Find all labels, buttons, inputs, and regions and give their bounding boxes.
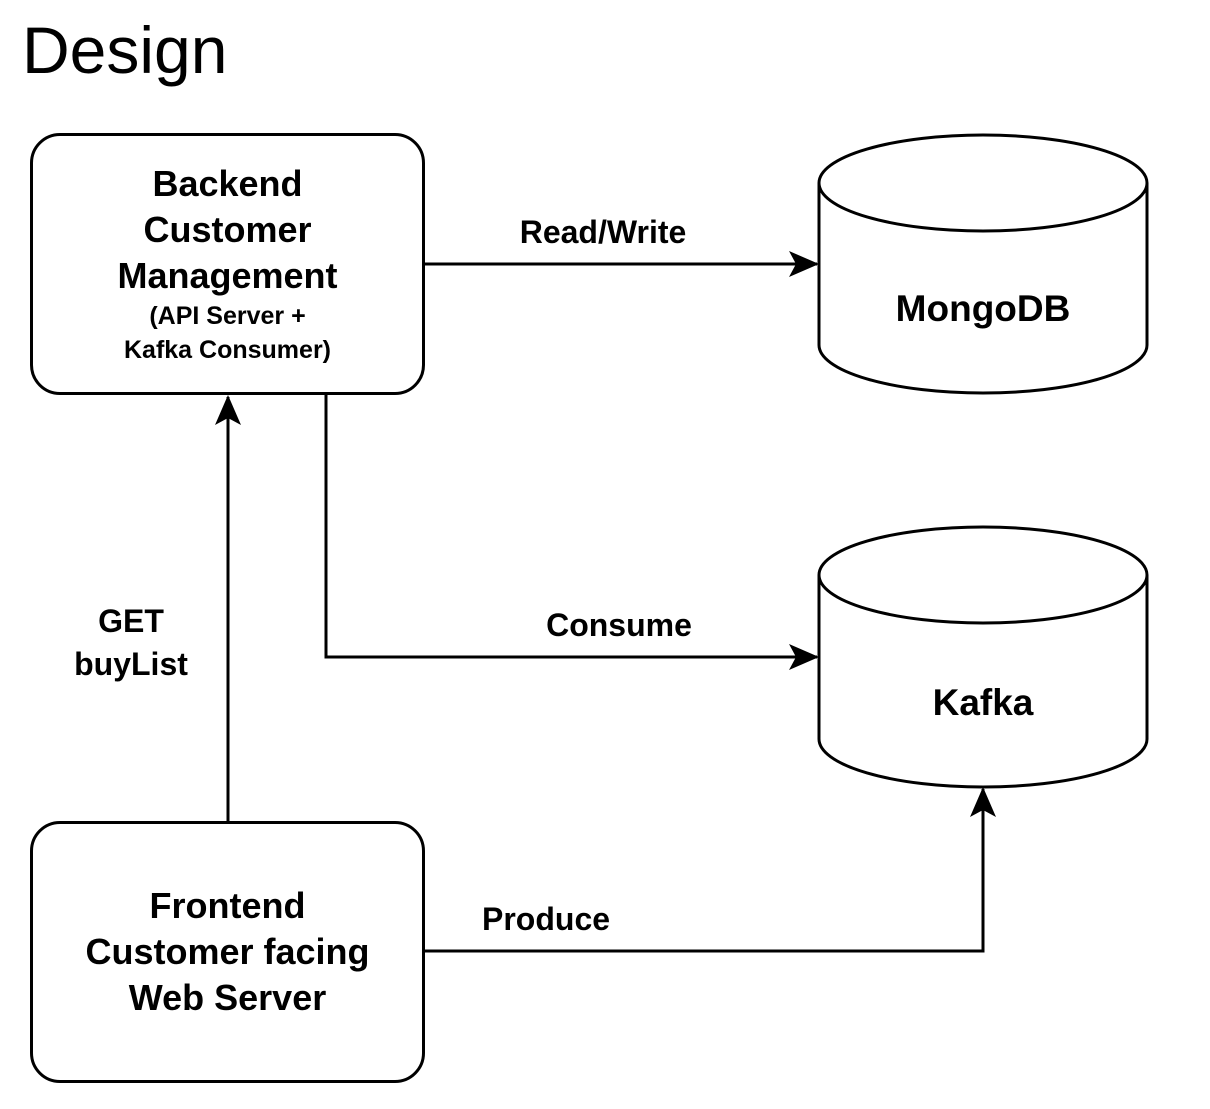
consume-label: Consume [546, 607, 692, 643]
get-label: GET [98, 603, 164, 639]
mongodb-label: MongoDB [895, 288, 1071, 329]
page-title: Design [22, 13, 228, 87]
mongodb-cylinder [817, 133, 1149, 395]
produce-arrow [425, 787, 996, 953]
read-write-label: Read/Write [519, 214, 687, 250]
frontend-title: Frontend [149, 885, 306, 926]
frontend-line-customer-facing: Customer facing [85, 931, 370, 972]
consume-arrow [324, 395, 819, 670]
produce-label: Produce [482, 901, 611, 937]
buylist-label: buyList [74, 646, 188, 682]
frontend-line-web-server: Web Server [128, 977, 327, 1018]
backend-node: Backend Customer Management (API Server … [30, 133, 425, 395]
backend-line-customer: Customer [143, 209, 312, 250]
backend-sub-api-server: (API Server + [149, 302, 306, 330]
backend-title: Backend [152, 163, 303, 204]
kafka-label: Kafka [932, 682, 1034, 723]
kafka-cylinder [817, 525, 1149, 789]
backend-sub-kafka-consumer: Kafka Consumer) [124, 336, 331, 364]
frontend-node: Frontend Customer facing Web Server [30, 821, 425, 1083]
backend-line-management: Management [117, 255, 338, 296]
